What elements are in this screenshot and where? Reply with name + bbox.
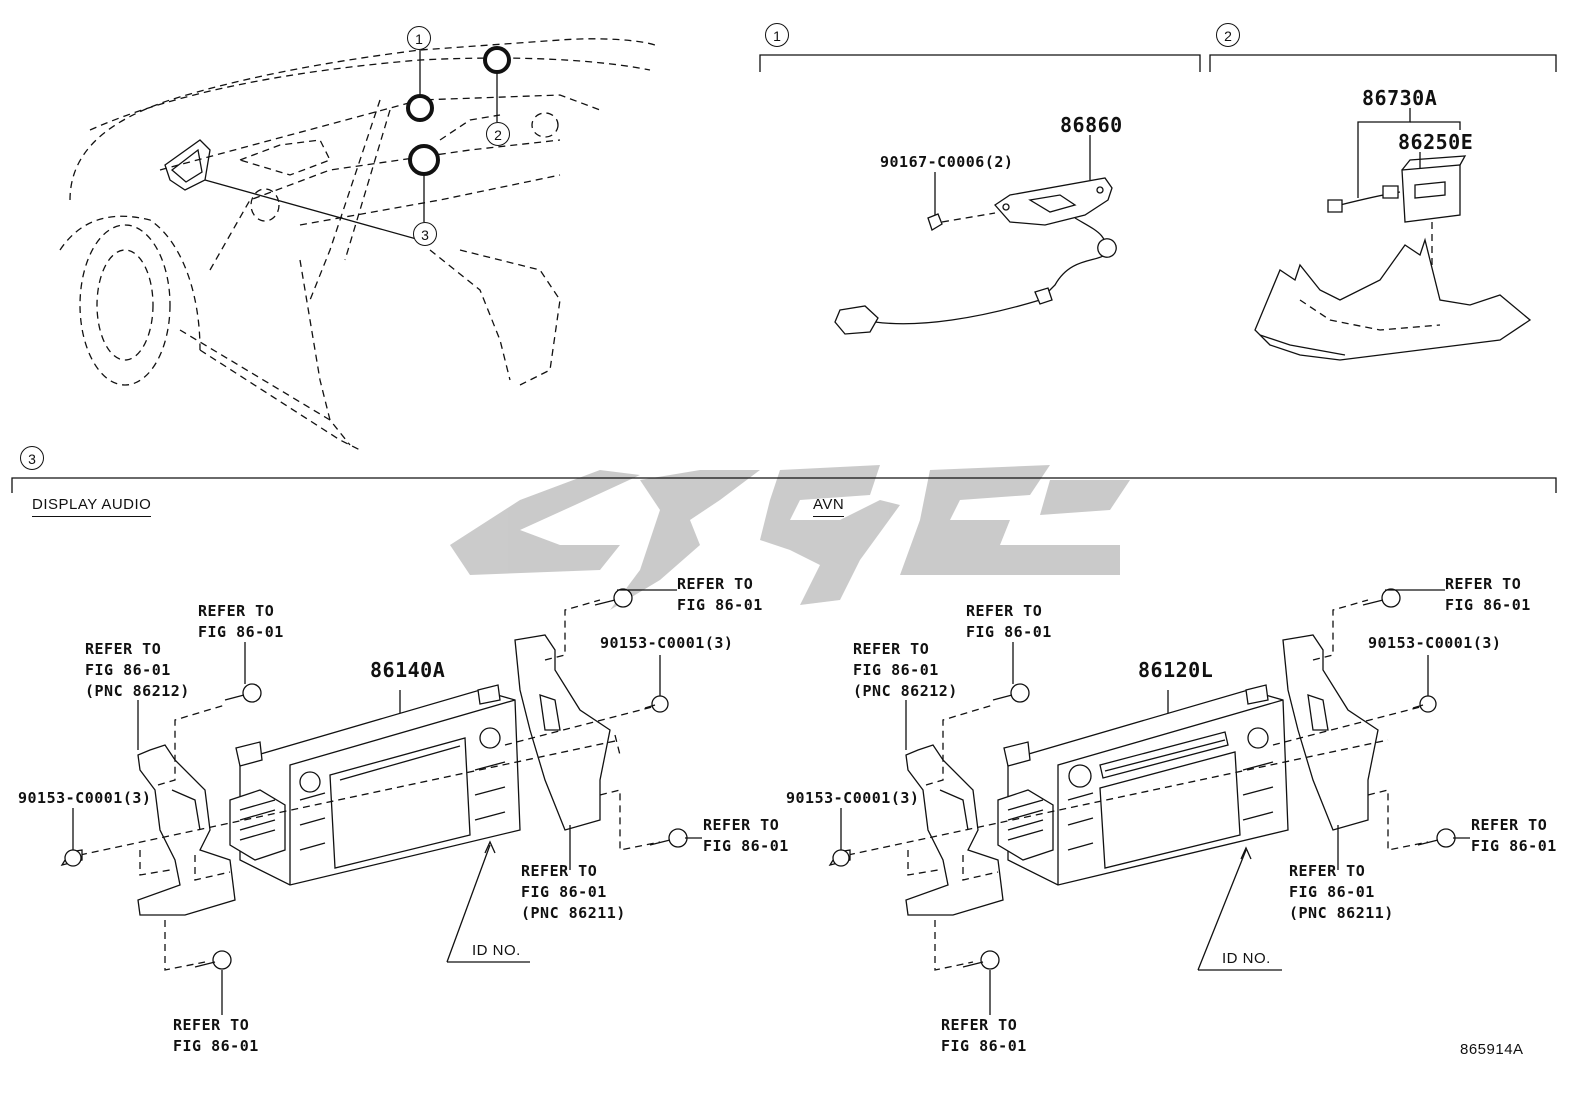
- avn-header: AVN: [813, 494, 845, 517]
- bolt: [828, 849, 851, 867]
- refer-label-bottom-right[interactable]: REFER TO FIG 86-01 (PNC 86211): [521, 862, 626, 922]
- part-number-86860[interactable]: 86860: [1060, 113, 1123, 137]
- refer-label-top-right[interactable]: REFER TO FIG 86-01: [1445, 575, 1531, 614]
- unit-86120L-drawing: [828, 588, 1470, 1015]
- bolt: [1412, 695, 1437, 713]
- bolt: [992, 683, 1030, 703]
- bolt: [224, 683, 262, 703]
- part-86730A-drawing: [1254, 108, 1532, 361]
- refer-label-bottom-right[interactable]: REFER TO FIG 86-01 (PNC 86211): [1289, 862, 1394, 922]
- section-2-bracket: [1209, 54, 1557, 72]
- section-1-callout: 1: [765, 23, 789, 47]
- bolt: [1362, 588, 1401, 608]
- part-number-86730A[interactable]: 86730A: [1362, 86, 1438, 110]
- bolt: [1417, 828, 1456, 848]
- part-86860-drawing: [834, 135, 1117, 335]
- refer-label-top-right[interactable]: REFER TO FIG 86-01: [677, 575, 763, 614]
- watermark-logo: [450, 465, 1130, 610]
- id-no-label: ID NO.: [472, 942, 521, 959]
- refer-label-top-left[interactable]: REFER TO FIG 86-01 (PNC 86212): [85, 640, 190, 700]
- bolt: [644, 695, 669, 713]
- callout-2: 2: [486, 122, 510, 146]
- display-audio-header: DISPLAY AUDIO: [32, 494, 152, 517]
- section-3-callout: 3: [20, 446, 44, 470]
- part-number-86120L[interactable]: 86120L: [1138, 658, 1214, 682]
- part-number-bolt-left[interactable]: 90153-C0001(3): [786, 789, 920, 807]
- id-no-label: ID NO.: [1222, 950, 1271, 967]
- part-number-86250E[interactable]: 86250E: [1398, 130, 1474, 154]
- part-number-bolt-right[interactable]: 90153-C0001(3): [1368, 634, 1502, 652]
- unit-86140A-drawing: [60, 588, 702, 1015]
- callout-1: 1: [407, 26, 431, 50]
- refer-label-top-left[interactable]: REFER TO FIG 86-01 (PNC 86212): [853, 640, 958, 700]
- figure-id: 865914A: [1460, 1041, 1524, 1058]
- part-number-bolt-right[interactable]: 90153-C0001(3): [600, 634, 734, 652]
- bolt: [649, 828, 688, 848]
- section-1-bracket: [759, 54, 1201, 72]
- refer-label-top-mid[interactable]: REFER TO FIG 86-01: [198, 602, 284, 641]
- callout-3: 3: [413, 222, 437, 246]
- refer-label-top-mid[interactable]: REFER TO FIG 86-01: [966, 602, 1052, 641]
- car-interior-overview: [59, 38, 656, 451]
- part-number-86140A[interactable]: 86140A: [370, 658, 446, 682]
- bolt: [60, 849, 83, 867]
- refer-label-bottom[interactable]: REFER TO FIG 86-01: [941, 1016, 1027, 1055]
- part-number-bolt-left[interactable]: 90153-C0001(3): [18, 789, 152, 807]
- section-2-callout: 2: [1216, 23, 1240, 47]
- refer-label-bottom[interactable]: REFER TO FIG 86-01: [173, 1016, 259, 1055]
- bolt: [594, 588, 633, 608]
- refer-label-right[interactable]: REFER TO FIG 86-01: [1471, 816, 1557, 855]
- part-number-90167[interactable]: 90167-C0006(2): [880, 153, 1014, 171]
- section-3-bracket: [11, 477, 1557, 493]
- bolt: [962, 950, 1000, 970]
- bolt: [194, 950, 232, 970]
- refer-label-right[interactable]: REFER TO FIG 86-01: [703, 816, 789, 855]
